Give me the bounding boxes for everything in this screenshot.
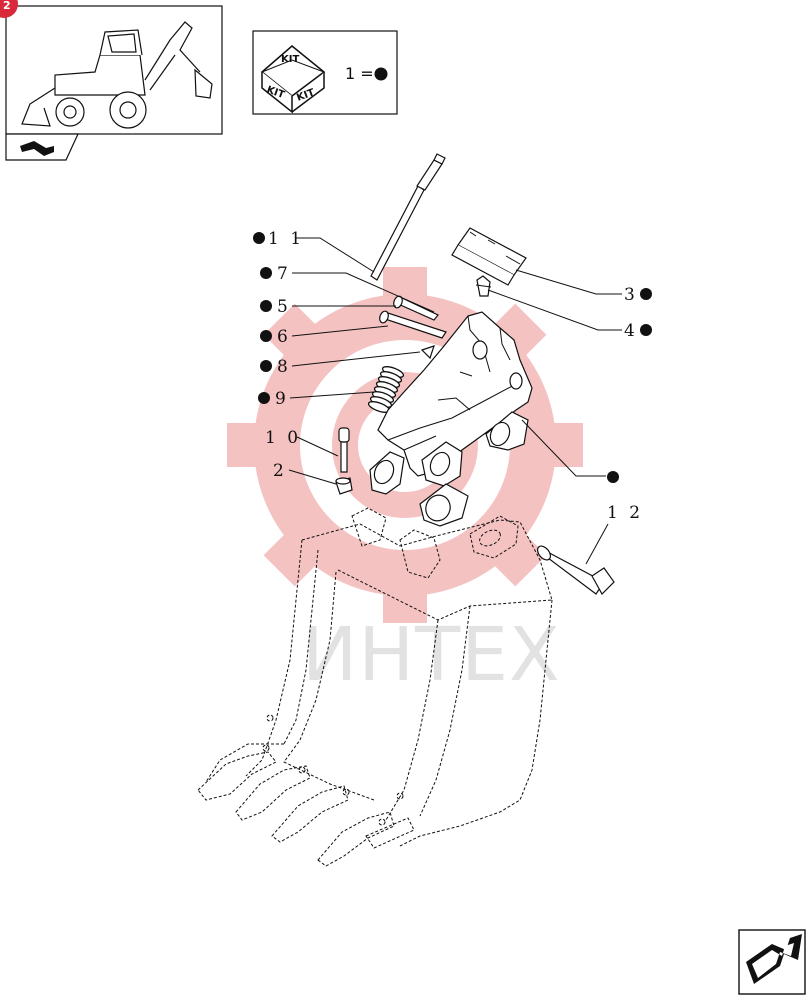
- bucket-outline: [197, 507, 553, 867]
- kit-legend: KIT KIT KIT 1 =: [252, 30, 398, 115]
- callout-9-marker: [258, 392, 270, 404]
- section-arrow-icon: [20, 141, 54, 156]
- part-10-bolt[interactable]: [338, 427, 350, 473]
- callout-4-label: 4: [624, 321, 638, 341]
- callout-10[interactable]: 1 0: [265, 428, 339, 457]
- backhoe-loader-icon: [21, 21, 213, 129]
- callout-8-marker: [260, 360, 272, 372]
- thumbnail-tab[interactable]: [5, 133, 79, 161]
- part-3-sleeve[interactable]: [451, 227, 527, 286]
- callout-3[interactable]: 3: [515, 269, 652, 305]
- part-5-pin[interactable]: [392, 295, 439, 321]
- callout-11-label: 1 1: [268, 229, 304, 249]
- callout-7-marker: [260, 267, 272, 279]
- watermark-text: ИНТЕХ: [302, 612, 561, 698]
- callout-6-marker: [260, 330, 272, 342]
- part-2-nut[interactable]: [335, 477, 353, 495]
- part-6-pin[interactable]: [378, 310, 447, 339]
- callout-3-label: 3: [624, 285, 638, 305]
- next-page-arrow-icon: [746, 934, 802, 984]
- callout-8-label: 8: [277, 357, 291, 377]
- callout-10-label: 1 0: [265, 428, 301, 448]
- part-12-pin[interactable]: [535, 544, 615, 595]
- part-4-nipple[interactable]: [475, 275, 492, 297]
- callout-4-marker: [640, 324, 652, 336]
- callout-7[interactable]: 7: [260, 264, 435, 313]
- callout-5-marker: [260, 300, 272, 312]
- part-11-rod[interactable]: [370, 153, 446, 281]
- page-badge: 2: [0, 0, 18, 18]
- callout-7-label: 7: [277, 264, 291, 284]
- page-badge-number: 2: [3, 0, 11, 12]
- kit-box-icon: [260, 45, 326, 114]
- kit-legend-dot: [374, 67, 388, 81]
- callout-12-label: 1 2: [607, 503, 643, 523]
- callout-2[interactable]: 2: [273, 461, 337, 485]
- callout-9-label: 9: [275, 389, 289, 409]
- callout-bracket[interactable]: [521, 419, 619, 483]
- callout-11-marker: [253, 232, 265, 244]
- callout-2-label: 2: [273, 461, 287, 481]
- part-9-spring[interactable]: [367, 364, 405, 414]
- callout-4[interactable]: 4: [487, 289, 652, 341]
- callout-6[interactable]: 6: [260, 325, 389, 347]
- machine-thumbnail[interactable]: [5, 5, 223, 135]
- callout-bracket-marker: [607, 471, 619, 483]
- callout-5-label: 5: [277, 297, 291, 317]
- part-coupler-bracket[interactable]: [369, 311, 533, 527]
- part-8-wedge[interactable]: [420, 345, 435, 360]
- kit-label-top: KIT: [281, 54, 299, 65]
- callout-9[interactable]: 9: [258, 389, 375, 409]
- callout-8[interactable]: 8: [260, 351, 421, 377]
- next-page-button[interactable]: [738, 929, 806, 995]
- kit-legend-text: 1 =: [345, 64, 374, 83]
- callout-12[interactable]: 1 2: [585, 503, 643, 565]
- callout-3-marker: [640, 288, 652, 300]
- callout-11[interactable]: 1 1: [253, 229, 375, 273]
- callout-6-label: 6: [277, 327, 291, 347]
- callout-5[interactable]: 5: [260, 297, 396, 317]
